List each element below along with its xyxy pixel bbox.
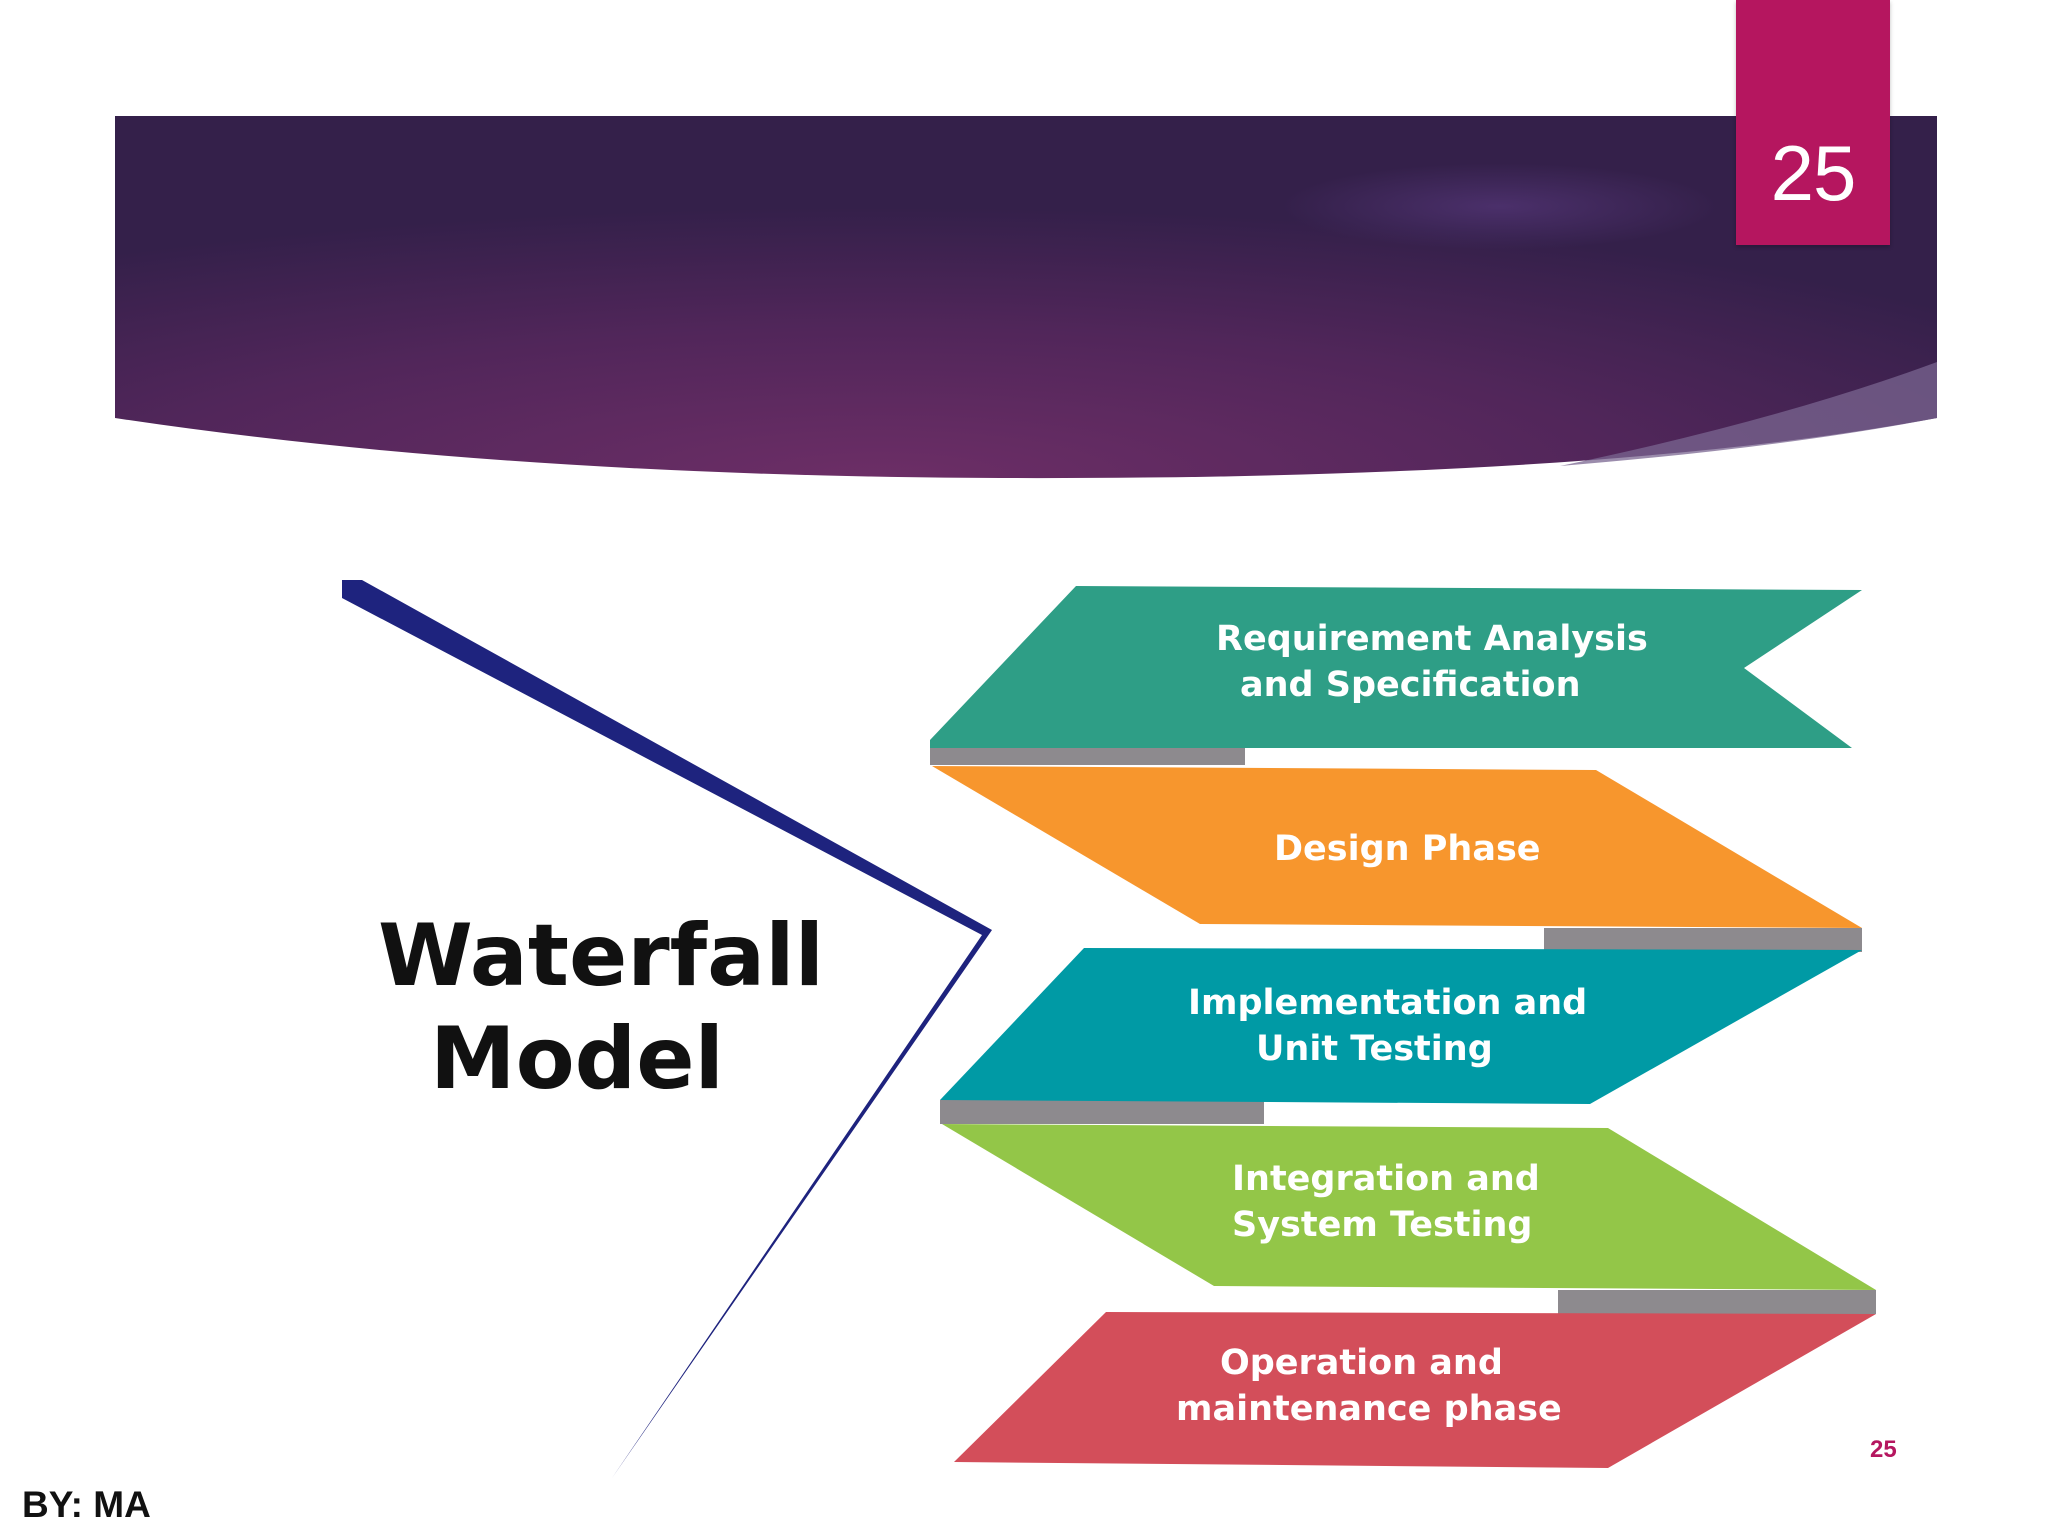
slide-number: 25 [1770,129,1857,217]
diagram-title-line1: Waterfall [378,906,824,1006]
stage-4-text-line2: System Testing [1232,1205,1532,1245]
stage-1-text-line1: Requirement Analysis [1216,619,1648,659]
stage-2-shadow [1544,928,1862,952]
stage-3-band [940,948,1862,1104]
slide-number-box: 25 [1736,0,1890,245]
stage-1-text-line2: and Specification [1240,665,1581,705]
stage-5-band [954,1312,1876,1468]
arrow-shape [342,580,992,1478]
corner-slide-number: 25 [1870,1436,1897,1463]
stage-requirement-analysis: Requirement Analysis and Specification [930,586,1862,765]
author-label: BY: MA [22,1484,151,1525]
stage-2-text-line1: Design Phase [1274,829,1541,869]
stage-5-text-line2: maintenance phase [1176,1389,1562,1429]
stage-4-shadow [1558,1290,1876,1314]
stage-4-text-line1: Integration and [1232,1159,1540,1199]
diagram-title-line2: Model [430,1009,724,1109]
stage-design-phase: Design Phase [932,766,1862,952]
stage-implementation: Implementation and Unit Testing [940,948,1862,1124]
title-banner [115,116,1937,479]
stage-2-band [932,766,1862,928]
stage-integration: Integration and System Testing [942,1124,1876,1314]
stage-operation: Operation and maintenance phase [954,1312,1876,1468]
stage-1-band [930,586,1862,748]
stage-3-shadow [940,1100,1264,1124]
stage-3-text-line2: Unit Testing [1256,1029,1493,1069]
stage-5-text-line1: Operation and [1220,1343,1503,1383]
stage-3-text-line1: Implementation and [1188,983,1587,1023]
stage-4-band [942,1124,1876,1290]
